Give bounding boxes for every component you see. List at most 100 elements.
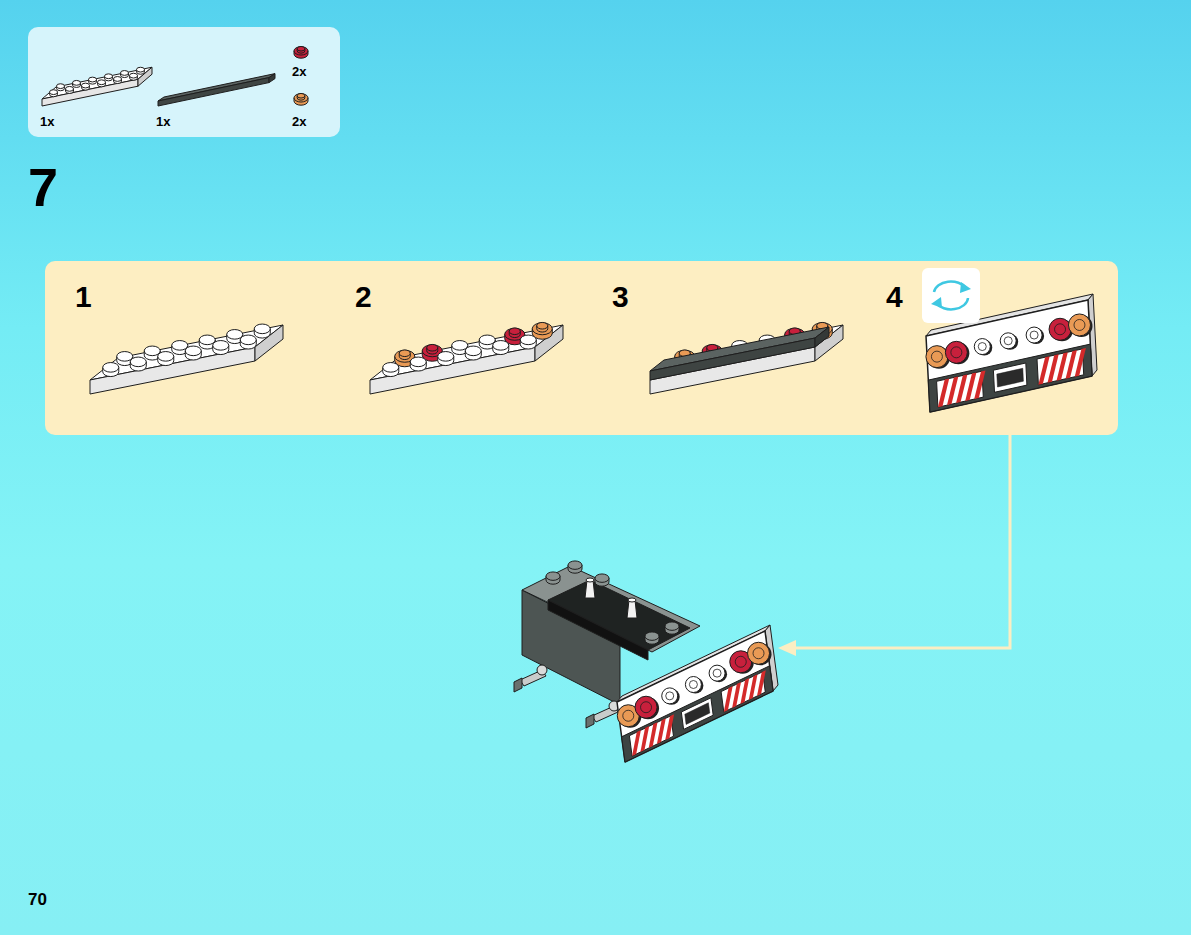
brick-face — [617, 631, 773, 762]
brick-face — [255, 325, 283, 361]
leader-line — [790, 435, 1010, 648]
brick-face — [815, 327, 829, 347]
stud-top — [546, 572, 560, 580]
warning-stripe — [947, 377, 958, 406]
panel-ground — [28, 27, 340, 137]
light-inner — [1030, 331, 1038, 339]
light-inner — [623, 710, 634, 721]
stud-top — [89, 77, 97, 82]
stud-top — [438, 352, 454, 362]
stud-top — [121, 71, 129, 76]
brick-face — [514, 678, 522, 692]
warning-stripe — [1057, 352, 1068, 381]
stud-top — [227, 330, 243, 340]
light — [1000, 333, 1016, 349]
brick-face — [997, 368, 1024, 387]
brick-face — [158, 78, 269, 106]
stud-top — [130, 73, 138, 78]
light-inner — [753, 648, 764, 659]
light — [662, 688, 678, 704]
stud-top — [410, 357, 426, 367]
stud-top — [294, 94, 308, 102]
cone-top — [586, 578, 594, 582]
light-inner — [931, 351, 942, 362]
stud-top — [254, 324, 270, 334]
brick-face — [90, 347, 255, 394]
stud-top — [665, 622, 679, 630]
light-inner — [1074, 319, 1085, 330]
stud-top — [520, 335, 536, 345]
light-inner — [641, 702, 652, 713]
brick-face — [269, 74, 275, 83]
light — [1049, 318, 1071, 340]
substep-panel: 1 2 3 4 — [45, 261, 1118, 435]
stud-top — [294, 47, 308, 55]
light — [635, 696, 657, 718]
stud-top — [57, 84, 65, 89]
light-inner — [1004, 337, 1012, 345]
stud-top — [73, 80, 81, 85]
light-inner — [713, 669, 721, 677]
rotate-arrowhead — [960, 282, 971, 293]
stud-top — [185, 346, 201, 356]
stud-top — [98, 80, 106, 85]
part-count: 2x — [292, 65, 306, 78]
stud-top — [645, 632, 659, 640]
warning-stripe — [1038, 356, 1049, 385]
brick-drawings — [42, 46, 1097, 762]
part-count: 2x — [292, 115, 306, 128]
leader-arrowhead — [778, 640, 796, 656]
brick-face — [548, 600, 648, 660]
stud-top — [532, 323, 552, 335]
stud-top — [158, 352, 174, 362]
warning-stripe — [1048, 354, 1059, 383]
light — [945, 341, 967, 363]
stud-top — [479, 335, 495, 345]
substep-number: 1 — [75, 282, 92, 312]
warning-stripe — [1066, 350, 1077, 379]
light-inner — [689, 681, 697, 689]
stud-top — [82, 83, 90, 88]
warning-stripe — [732, 682, 741, 708]
parts-callout: 2x1x1x2x — [28, 27, 340, 137]
stud-top — [383, 363, 399, 373]
part-count: 1x — [40, 115, 54, 128]
warning-stripe — [974, 370, 985, 399]
stud-top — [399, 350, 410, 357]
light-inner — [1055, 324, 1066, 335]
substep-number: 2 — [355, 282, 372, 312]
stud-top — [105, 74, 113, 79]
substep-number: 4 — [886, 282, 903, 312]
warning-stripe — [740, 678, 749, 704]
page-number: 70 — [28, 891, 47, 908]
stud-top — [452, 341, 468, 351]
warning-stripe — [749, 674, 758, 700]
light-inner — [978, 343, 986, 351]
warning-stripe — [965, 373, 976, 402]
light-inner — [666, 692, 674, 700]
stud-top — [103, 363, 119, 373]
light — [974, 339, 990, 355]
light-inner — [735, 656, 746, 667]
light — [709, 665, 725, 681]
light — [748, 642, 770, 664]
cone-top — [628, 598, 636, 602]
substep-number: 3 — [612, 282, 629, 312]
stud-top — [595, 574, 609, 582]
rotate-icon — [922, 268, 980, 323]
stud-top — [137, 67, 145, 72]
panel-ground — [45, 261, 1118, 435]
stud-top — [297, 93, 305, 98]
warning-stripe — [632, 730, 641, 756]
brick-face — [42, 79, 138, 106]
stud-top — [117, 352, 133, 362]
stud-top — [537, 322, 548, 329]
stud-top — [427, 344, 438, 351]
step-number: 7 — [28, 160, 58, 214]
stud-top — [509, 328, 520, 335]
brick-face — [627, 600, 637, 618]
stud-top — [568, 561, 582, 569]
brick-face — [585, 580, 595, 598]
stud-top — [199, 335, 215, 345]
